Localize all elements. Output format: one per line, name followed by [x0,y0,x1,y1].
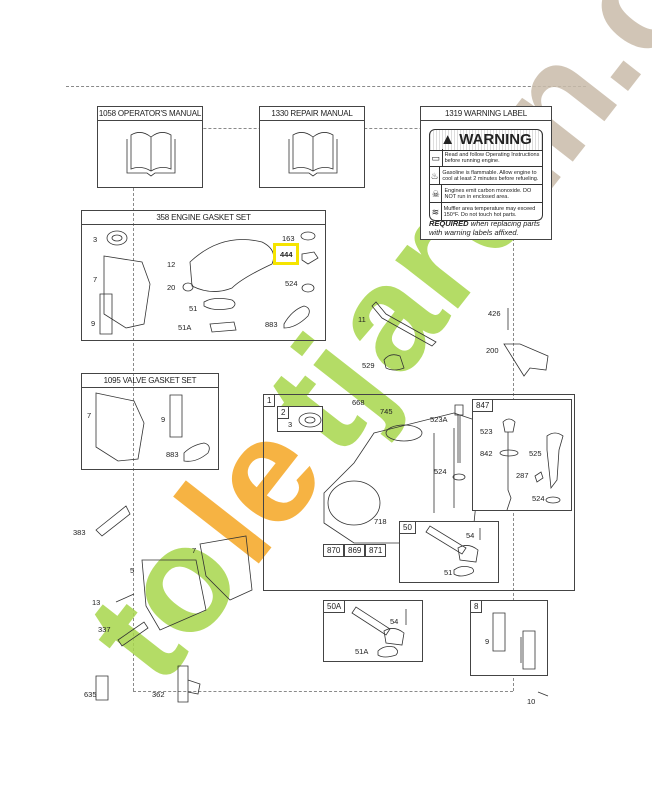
part-label: 51 [444,568,453,577]
part-label: 337 [98,625,111,634]
warning-label-title: 1319 WARNING LABEL [421,107,551,121]
warning-triangle-icon: ▲ [440,131,460,148]
part-label: 842 [480,449,493,458]
part-label: 7 [93,275,98,284]
valve-gasket-set-box[interactable]: 1095 VALVE GASKET SET 7 9 883 [81,373,219,470]
part-label: 3 [288,420,293,429]
engine-gasket-set-box[interactable]: 358 ENGINE GASKET SET 3 7 9 12 20 51 51A… [81,210,326,341]
book-icon: ▭ [430,149,443,166]
top-separator-line [66,86,586,87]
part-label: 5 [130,566,135,575]
part-label: 7 [87,411,92,420]
warning-rows: ▭Read and follow Operating Instructions … [429,149,543,221]
part-label: 9 [161,415,166,424]
part-label: 20 [167,283,176,292]
book-icon [126,132,176,177]
kit-8-tag: 8 [470,600,483,613]
breather-tube-drawing [351,606,407,658]
bottom-tag-870: 870 [323,544,345,557]
part-label-highlighted: 444 [280,250,293,259]
kit-8-box[interactable]: 8 9 [470,600,548,676]
sub-assembly-tag: 2 [277,406,290,419]
warning-row: ♨Gasoline is flammable. Allow engine to … [430,166,542,184]
part-label: 745 [380,407,393,416]
oil-seal-drawing [298,412,322,428]
operators-manual-box[interactable]: 1058 OPERATOR'S MANUAL [97,106,203,188]
breather-kit-50a-tag: 50A [323,600,346,613]
part-label: 523A [430,415,448,424]
hot-surface-icon: ≋ [430,203,442,220]
dipstick-kit-tag: 847 [472,399,494,412]
part-label: 200 [486,346,499,355]
part-label: 524 [285,279,298,288]
required-note: REQUIRED when replacing parts with warni… [429,219,540,237]
part-label: 13 [92,598,101,607]
repair-manual-box[interactable]: 1330 REPAIR MANUAL [259,106,365,188]
part-label: 529 [362,361,375,370]
part-label: 668 [352,398,365,407]
part-label: 525 [529,449,542,458]
part-label: 11 [358,315,366,324]
gasket-parts-drawing [99,230,319,335]
part-label: 718 [374,517,387,526]
part-label: 163 [282,234,295,243]
part-label: 9 [91,319,96,328]
bottom-tag-869: 869 [344,544,366,557]
oil-seal-sub-box[interactable]: 2 3 [277,406,323,432]
part-label: 524 [532,494,545,503]
dipstick-kit-box[interactable]: 847 523 842 525 287 524 [472,399,572,511]
dipstick-tube-drawing [452,404,466,481]
part-label: 383 [73,528,86,537]
part-label: 9 [485,637,490,646]
valve-gasket-set-title: 1095 VALVE GASKET SET [82,374,218,388]
breather-kit-50-box[interactable]: 50 54 51 [399,521,499,583]
book-icon [288,132,338,177]
assembly-tag: 1 [263,394,276,407]
breather-kit-50a-box[interactable]: 50A 54 51A [323,600,423,662]
part-label: 10 [527,697,536,706]
warning-label-box[interactable]: 1319 WARNING LABEL ▲ WARNING ▭Read and f… [420,106,552,240]
engine-gasket-set-title: 358 ENGINE GASKET SET [82,211,325,225]
frame-line-left [133,128,134,691]
part-label: 12 [167,260,176,269]
valve-cover-drawing [492,612,536,670]
bottom-tag-871: 871 [365,544,387,557]
warning-row: ≋Muffler area temperature may exceed 150… [430,202,542,220]
warning-row: ▭Read and follow Operating Instructions … [430,149,542,166]
dipstick-kit-drawing [499,418,564,511]
breather-tube-drawing [425,525,481,577]
fire-icon: ♨ [430,167,441,184]
highlighted-part-444[interactable] [273,243,299,265]
part-label: 523 [480,427,493,436]
part-label: 51 [189,304,198,313]
fumes-icon: ☠ [430,185,443,202]
repair-manual-title: 1330 REPAIR MANUAL [260,107,364,121]
part-label: 3 [93,235,98,244]
part-label: 51A [355,647,369,656]
part-label: 524 [434,467,447,476]
part-label: 54 [466,531,475,540]
cylinder-assembly-box[interactable]: 1 2 3 668 745 523A 524 718 870 869 871 [263,394,575,591]
part-label: 426 [488,309,501,318]
warning-row: ☠Engines emit carbon monoxide. DO NOT ru… [430,184,542,202]
valve-gasket-drawing [95,392,210,462]
warning-heading: ▲ WARNING [429,129,543,151]
breather-kit-50-tag: 50 [399,521,416,534]
part-label: 51A [178,323,192,332]
part-label: 287 [516,471,529,480]
part-label: 54 [390,617,399,626]
frame-line-bottom [133,691,513,692]
part-label: 883 [265,320,278,329]
part-label: 7 [192,546,197,555]
part-label: 362 [152,690,165,699]
operators-manual-title: 1058 OPERATOR'S MANUAL [98,107,202,121]
part-label: 635 [84,690,97,699]
part-label: 883 [166,450,179,459]
